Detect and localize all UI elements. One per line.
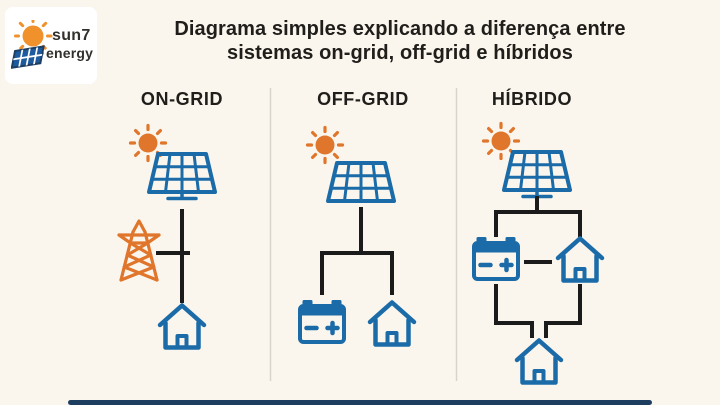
logo: sun7 energy [5,7,97,84]
page-title-line2: sistemas on-grid, off-grid e híbridos [227,42,573,65]
panel-split-lines [494,196,582,237]
battery-to-bottom-house-line [494,284,534,338]
logo-art [11,20,53,69]
battery-icon [474,237,518,279]
panel-split-lines [320,207,394,295]
footer-bar [68,400,652,405]
logo-brand-top: sun7 [52,27,91,44]
page-title-line1: Diagrama simples explicando a diferença … [174,18,626,40]
house-icon [517,341,561,383]
house-icon [370,303,414,345]
diagram [117,88,720,390]
on-grid-diagram [117,123,217,348]
logo-brand-bottom: energy [46,45,94,61]
column-header-on-grid: ON-GRID [140,89,224,109]
power-tower-icon [117,219,161,282]
column-header-off-grid: OFF-GRID [317,89,409,109]
solar-panel-icon [147,152,217,201]
solar-panel-icon [326,161,396,203]
logo-sun-icon [14,20,53,55]
logo-solar-panel-icon [11,45,45,69]
column-header-hibrido: HÍBRIDO [491,89,573,109]
hibrido-diagram [474,121,602,383]
page-title: Diagrama simples explicando a diferença … [104,17,696,66]
sun-icon [305,125,345,165]
house-icon [160,306,204,348]
solar-panel-icon [502,150,572,199]
off-grid-diagram [300,125,414,345]
battery-icon [300,300,344,342]
house-to-bottom-house-line [544,284,582,338]
house-icon [558,239,602,281]
